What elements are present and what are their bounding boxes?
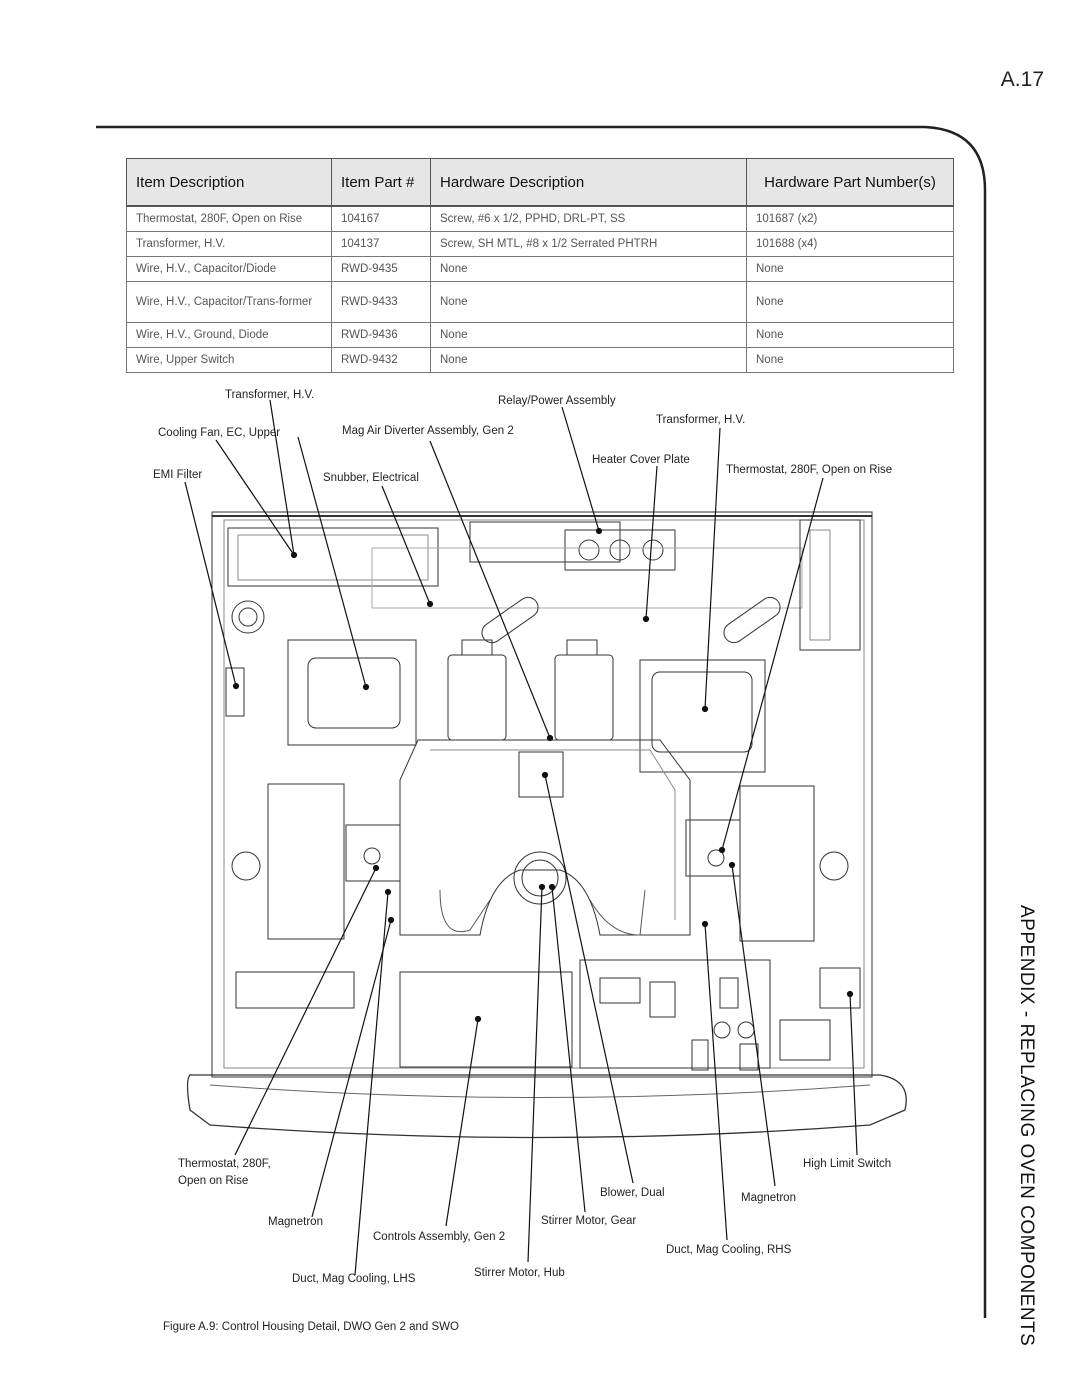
- table-cell: None: [746, 256, 954, 282]
- label-blower-dual: Blower, Dual: [600, 1187, 665, 1199]
- table-cell: None: [746, 322, 954, 348]
- label-thermostat-bottom-line1: Thermostat, 280F,: [178, 1158, 271, 1170]
- table-cell: None: [430, 347, 747, 373]
- table-row: Thermostat, 280F, Open on Rise 104167 Sc…: [126, 205, 954, 232]
- side-title: APPENDIX - REPLACING OVEN COMPONENTS: [1016, 905, 1037, 1347]
- column-header: Hardware Description: [430, 158, 747, 207]
- table-cell: None: [746, 281, 954, 323]
- table-row: Wire, Upper Switch RWD-9432 None None: [126, 347, 954, 373]
- table-cell: Wire, H.V., Capacitor/Trans-former: [126, 281, 332, 323]
- column-header: Item Part #: [331, 158, 431, 207]
- label-emi-filter: EMI Filter: [153, 469, 202, 481]
- label-magnetron-left: Magnetron: [268, 1216, 323, 1228]
- table-cell: Transformer, H.V.: [126, 231, 332, 257]
- figure-caption: Figure A.9: Control Housing Detail, DWO …: [163, 1321, 459, 1333]
- table-cell: None: [430, 322, 747, 348]
- label-magnetron-right: Magnetron: [741, 1192, 796, 1204]
- label-mag-air-diverter: Mag Air Diverter Assembly, Gen 2: [342, 425, 514, 437]
- column-header: Hardware Part Number(s): [746, 158, 954, 207]
- table-cell: Wire, H.V., Capacitor/Diode: [126, 256, 332, 282]
- table-row: Wire, H.V., Ground, Diode RWD-9436 None …: [126, 322, 954, 348]
- label-thermostat-top: Thermostat, 280F, Open on Rise: [726, 464, 892, 476]
- label-stirrer-motor-hub: Stirrer Motor, Hub: [474, 1267, 565, 1279]
- page-number: A.17: [1000, 68, 1044, 91]
- label-snubber: Snubber, Electrical: [323, 472, 419, 484]
- label-controls-assembly: Controls Assembly, Gen 2: [373, 1231, 505, 1243]
- label-duct-mag-rhs: Duct, Mag Cooling, RHS: [666, 1244, 792, 1256]
- label-thermostat-bottom-line2: Open on Rise: [178, 1175, 248, 1187]
- column-header: Item Description: [126, 158, 332, 207]
- table-cell: None: [430, 256, 747, 282]
- label-transformer-hv-left: Transformer, H.V.: [225, 389, 314, 401]
- table-cell: None: [746, 347, 954, 373]
- table-header-row: Item Description Item Part # Hardware De…: [126, 158, 954, 207]
- table-cell: None: [430, 281, 747, 323]
- parts-table: Item Description Item Part # Hardware De…: [126, 158, 954, 373]
- table-cell: Wire, H.V., Ground, Diode: [126, 322, 332, 348]
- label-relay-power-assembly: Relay/Power Assembly: [498, 395, 616, 407]
- table-cell: Screw, #6 x 1/2, PPHD, DRL-PT, SS: [430, 205, 747, 232]
- table-row: Wire, H.V., Capacitor/Diode RWD-9435 Non…: [126, 256, 954, 282]
- label-high-limit-switch: High Limit Switch: [803, 1158, 891, 1170]
- label-stirrer-motor-gear: Stirrer Motor, Gear: [541, 1215, 636, 1227]
- label-cooling-fan: Cooling Fan, EC, Upper: [158, 427, 280, 439]
- table-cell: Wire, Upper Switch: [126, 347, 332, 373]
- label-duct-mag-lhs: Duct, Mag Cooling, LHS: [292, 1273, 416, 1285]
- table-cell: RWD-9432: [331, 347, 431, 373]
- label-transformer-hv-right: Transformer, H.V.: [656, 414, 745, 426]
- table-row: Transformer, H.V. 104137 Screw, SH MTL, …: [126, 231, 954, 257]
- label-heater-cover-plate: Heater Cover Plate: [592, 454, 690, 466]
